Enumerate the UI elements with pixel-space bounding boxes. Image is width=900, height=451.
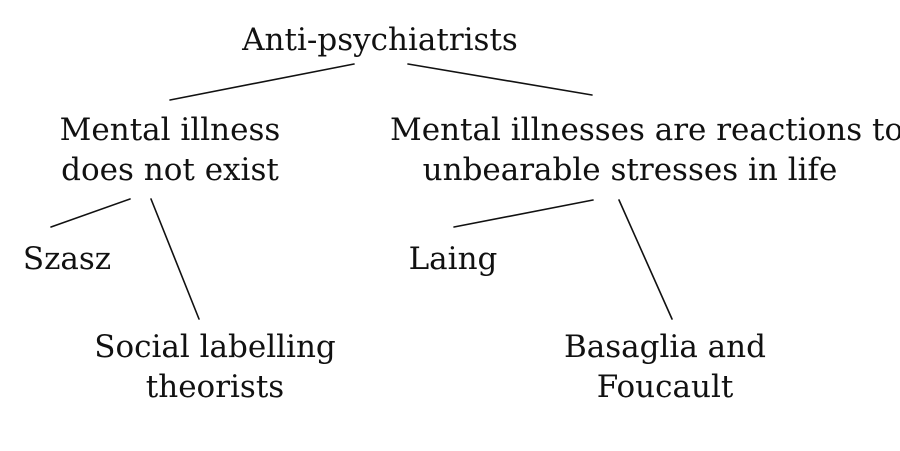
edge-root-to-mental-illness-does-not-exist [169, 63, 355, 101]
leaf-label-line: Laing [408, 241, 498, 277]
leaf-node-laing: Laing [398, 239, 508, 279]
leaf-node-social-labelling-theorists: Social labelling theorists [80, 327, 350, 407]
branch-label-line: does not exist [61, 152, 279, 188]
leaf-label-line: Basaglia and [564, 329, 766, 365]
branch-label-line: Mental illnesses are reactions to [390, 112, 900, 148]
edge-branch1-to-szasz [50, 198, 131, 228]
leaf-label-line: Foucault [596, 369, 734, 405]
edge-branch2-to-laing [453, 199, 594, 228]
edge-branch1-to-social-labelling-theorists [150, 198, 200, 320]
leaf-label-line: theorists [145, 369, 285, 405]
leaf-node-szasz: Szasz [12, 239, 122, 279]
edge-root-to-mental-illnesses-are-reactions [407, 63, 593, 96]
leaf-label-line: Szasz [22, 241, 112, 277]
branch-node-mental-illnesses-are-reactions: Mental illnesses are reactions to unbear… [390, 110, 900, 190]
root-label: Anti-psychiatrists [242, 22, 518, 58]
branch-node-mental-illness-does-not-exist: Mental illness does not exist [40, 110, 300, 190]
branch-label-line: unbearable stresses in life [422, 152, 838, 188]
leaf-label-line: Social labelling [94, 329, 336, 365]
root-node: Anti-psychiatrists [230, 20, 530, 60]
branch-label-line: Mental illness [59, 112, 281, 148]
leaf-node-basaglia-and-foucault: Basaglia and Foucault [545, 327, 785, 407]
edge-branch2-to-basaglia-and-foucault [618, 199, 673, 320]
